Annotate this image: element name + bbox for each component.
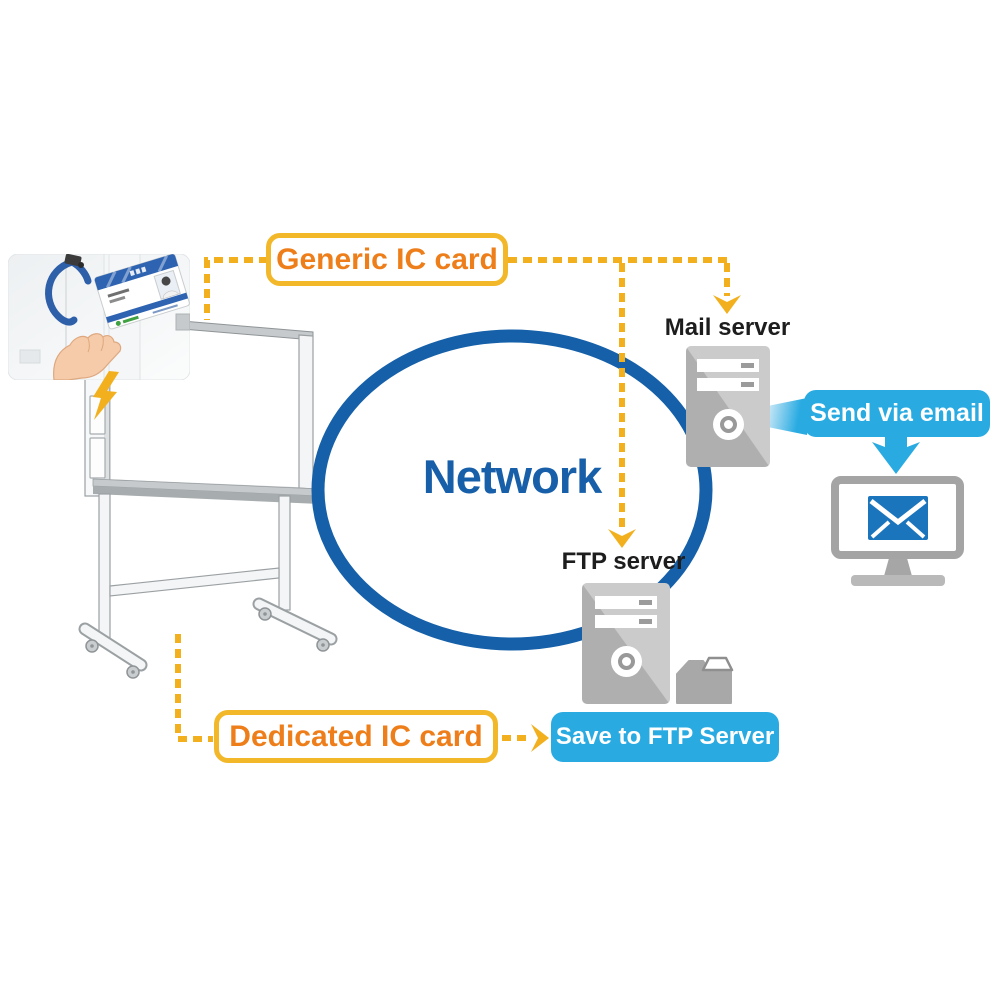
network-ellipse xyxy=(311,329,713,651)
yellow-arrowheads xyxy=(531,295,741,752)
folder-icon xyxy=(676,656,734,704)
generic-ic-card-text: Generic IC card xyxy=(276,242,498,276)
drive-slot xyxy=(697,359,759,372)
blue-down-arrow xyxy=(872,436,920,474)
save-to-ftp-label: Save to FTP Server xyxy=(551,712,779,762)
hand xyxy=(53,333,122,380)
slot-vent xyxy=(741,382,754,387)
power-button-icon xyxy=(610,646,642,677)
power-button-icon xyxy=(712,409,744,440)
dedicated-ic-card-text: Dedicated IC card xyxy=(229,719,483,753)
dashed-connector-lines xyxy=(175,257,730,742)
drive-slot xyxy=(595,615,657,628)
drive-slot xyxy=(595,596,657,609)
ic-card xyxy=(94,254,190,330)
mail-server-icon xyxy=(686,346,770,467)
hand-holding-ic-card-photo xyxy=(8,254,190,380)
network-title: Network xyxy=(422,450,602,503)
email-envelope-icon xyxy=(867,495,928,540)
send-via-email-text: Send via email xyxy=(810,399,984,427)
mail-server-label: Mail server xyxy=(664,314,791,341)
slot-vent xyxy=(639,619,652,624)
save-to-ftp-text: Save to FTP Server xyxy=(555,723,775,750)
monitor-icon xyxy=(831,476,964,559)
drive-slot xyxy=(697,378,759,391)
ftp-server-label: FTP server xyxy=(561,548,686,575)
slot-vent xyxy=(639,600,652,605)
caster-wheels xyxy=(85,607,330,679)
generic-ic-card-label: Generic IC card xyxy=(266,233,508,286)
monitor-base xyxy=(851,575,945,586)
send-via-email-label: Send via email xyxy=(804,390,990,437)
ftp-server-icon xyxy=(582,583,670,704)
monitor-stand xyxy=(884,558,912,576)
slot-vent xyxy=(741,363,754,368)
card-tap-spark-icon xyxy=(93,371,119,420)
dedicated-ic-card-label: Dedicated IC card xyxy=(214,710,498,763)
